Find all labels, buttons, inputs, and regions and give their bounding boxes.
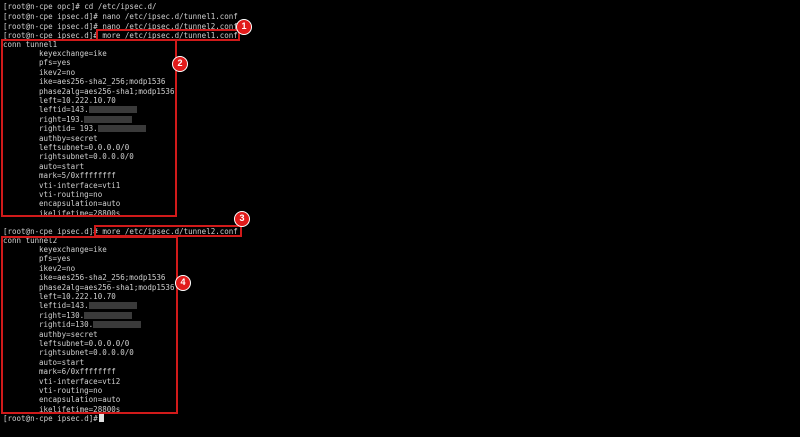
tunnel1-config-text: right=193. (39, 114, 85, 124)
step-badge-1: 1 (236, 19, 252, 35)
tunnel1-config-text: pfs=yes (39, 58, 71, 68)
tunnel1-config-line: authby=secret (39, 134, 98, 143)
tunnel2-config-text: ikelifetime=28800s (39, 404, 121, 414)
tunnel1-config-text: ikev2=no (39, 67, 76, 77)
tunnel2-config-line: vti-interface=vti2 (39, 377, 120, 386)
tunnel1-config-line: ikelifetime=28800s (39, 209, 120, 218)
more-tunnel1-command: more /etc/ipsec.d/tunnel1.conf (97, 31, 238, 40)
redacted-ip (84, 311, 133, 319)
tunnel1-config-line: pfs=yes (39, 58, 71, 67)
tunnel1-config-line: ike=aes256-sha2_256;modp1536 (39, 77, 165, 86)
tunnel2-config-text: left=10.222.10.70 (39, 292, 116, 301)
tunnel1-config-text: mark=5/0xffffffff (39, 171, 116, 181)
tunnel2-config-line: encapsulation=auto (39, 395, 120, 404)
tunnel2-config-line: authby=secret (39, 330, 98, 339)
tunnel1-header: conn tunnel1 (3, 40, 58, 49)
tunnel2-config-text: rightid=130. (39, 320, 94, 330)
tunnel2-config-text: keyexchange=ike (39, 245, 107, 254)
tunnel2-config-text: phase2alg=aes256-sha1;modp1536 (39, 282, 175, 292)
tunnel1-config-line: vti-interface=vti1 (39, 181, 120, 190)
tunnel1-config-text: authby=secret (39, 133, 98, 143)
tunnel2-config-text: leftsubnet=0.0.0.0/0 (39, 339, 130, 348)
tunnel2-config-text: right=130. (39, 310, 85, 320)
tunnel1-config-line: phase2alg=aes256-sha1;modp1536 (39, 87, 174, 96)
tunnel1-config-text: phase2alg=aes256-sha1;modp1536 (39, 86, 175, 96)
tunnel1-config-line: keyexchange=ike (39, 49, 107, 58)
tunnel1-config-line: auto=start (39, 162, 84, 171)
cursor (98, 414, 104, 422)
tunnel2-config-text: rightsubnet=0.0.0.0/0 (39, 348, 134, 358)
prompt: [root@n-cpe ipsec.d]# (3, 414, 98, 423)
tunnel1-config-line: rightsubnet=0.0.0.0/0 (39, 152, 134, 161)
tunnel2-config-text: ike=aes256-sha2_256;modp1536 (39, 273, 166, 283)
tunnel2-config-text: auto=start (39, 357, 85, 367)
tunnel2-config-line: rightid=130. (39, 320, 142, 330)
tunnel1-config-line: left=10.222.10.70 (39, 96, 116, 105)
step-badge-2: 2 (172, 56, 188, 72)
tunnel2-config-line: ikev2=no (39, 264, 75, 273)
tunnel1-config-text: ikelifetime=28800s (39, 208, 121, 218)
tunnel2-config-line: ike=aes256-sha2_256;modp1536 (39, 273, 165, 282)
tunnel2-config-text: leftid=143. (39, 301, 89, 311)
tunnel1-config-line: rightid= 193. (39, 124, 146, 133)
history-line-1: [root@n-cpe opc]# cd /etc/ipsec.d/ (3, 2, 157, 11)
tunnel1-config-line: right=193. (39, 114, 133, 124)
tunnel2-config-text: vti-interface=vti2 (39, 376, 121, 386)
tunnel2-config-line: mark=6/0xffffffff (39, 367, 116, 376)
tunnel1-config-text: leftsubnet=0.0.0.0/0 (39, 143, 130, 152)
step-badge-3: 3 (234, 211, 250, 227)
step-badge-4: 4 (175, 275, 191, 291)
tunnel1-config-text: left=10.222.10.70 (39, 96, 116, 105)
redacted-ip (88, 302, 137, 310)
redacted-ip (88, 106, 137, 114)
tunnel2-config-line: right=130. (39, 310, 133, 320)
redacted-ip (97, 125, 146, 133)
prompt: [root@n-cpe ipsec.d]# (3, 227, 98, 236)
tunnel2-config-text: mark=6/0xffffffff (39, 367, 116, 377)
tunnel2-config-text: encapsulation=auto (39, 395, 121, 405)
tunnel1-config-line: ikev2=no (39, 68, 75, 77)
tunnel2-config-text: pfs=yes (39, 254, 71, 264)
tunnel2-config-line: left=10.222.10.70 (39, 292, 116, 301)
tunnel2-config-line: vti-routing=no (39, 386, 102, 395)
tunnel1-config-text: ike=aes256-sha2_256;modp1536 (39, 77, 166, 87)
tunnel2-config-text: ikev2=no (39, 263, 76, 273)
tunnel2-config-line: ikelifetime=28800s (39, 405, 120, 414)
tunnel2-config-line: leftid=143. (39, 301, 137, 310)
tunnel2-config-text: authby=secret (39, 329, 98, 339)
tunnel1-config-text: rightsubnet=0.0.0.0/0 (39, 152, 134, 162)
tunnel1-config-line: mark=5/0xffffffff (39, 171, 116, 180)
tunnel2-config-line: leftsubnet=0.0.0.0/0 (39, 339, 129, 348)
tunnel1-config-text: encapsulation=auto (39, 199, 121, 209)
current-prompt-line[interactable]: [root@n-cpe ipsec.d]# (3, 414, 104, 423)
tunnel1-config-text: keyexchange=ike (39, 49, 107, 58)
tunnel1-config-line: encapsulation=auto (39, 199, 120, 208)
prompt: [root@n-cpe ipsec.d]# (3, 31, 98, 40)
tunnel1-config-text: vti-routing=no (39, 190, 103, 199)
history-line-2: [root@n-cpe ipsec.d]# nano /etc/ipsec.d/… (3, 12, 238, 21)
tunnel1-config-line: vti-routing=no (39, 190, 102, 199)
redacted-ip (84, 115, 133, 123)
more-tunnel2-command: more /etc/ipsec.d/tunnel2.conf (97, 227, 238, 236)
tunnel2-config-line: auto=start (39, 358, 84, 367)
tunnel2-header: conn tunnel2 (3, 236, 58, 245)
more-tunnel2-line: [root@n-cpe ipsec.d]# more /etc/ipsec.d/… (3, 227, 238, 236)
tunnel2-config-line: rightsubnet=0.0.0.0/0 (39, 348, 134, 357)
tunnel2-config-line: phase2alg=aes256-sha1;modp1536 (39, 283, 174, 292)
tunnel2-config-line: pfs=yes (39, 254, 71, 263)
tunnel2-config-text: vti-routing=no (39, 386, 103, 395)
tunnel1-config-text: auto=start (39, 161, 85, 171)
redacted-ip (93, 321, 142, 329)
tunnel1-config-line: leftid=143. (39, 105, 137, 114)
history-line-3: [root@n-cpe ipsec.d]# nano /etc/ipsec.d/… (3, 22, 238, 31)
tunnel1-config-line: leftsubnet=0.0.0.0/0 (39, 143, 129, 152)
tunnel1-config-text: leftid=143. (39, 105, 89, 115)
more-tunnel1-line: [root@n-cpe ipsec.d]# more /etc/ipsec.d/… (3, 31, 238, 40)
tunnel1-config-text: rightid= 193. (39, 124, 98, 134)
tunnel1-config-text: vti-interface=vti1 (39, 180, 121, 190)
tunnel2-config-line: keyexchange=ike (39, 245, 107, 254)
